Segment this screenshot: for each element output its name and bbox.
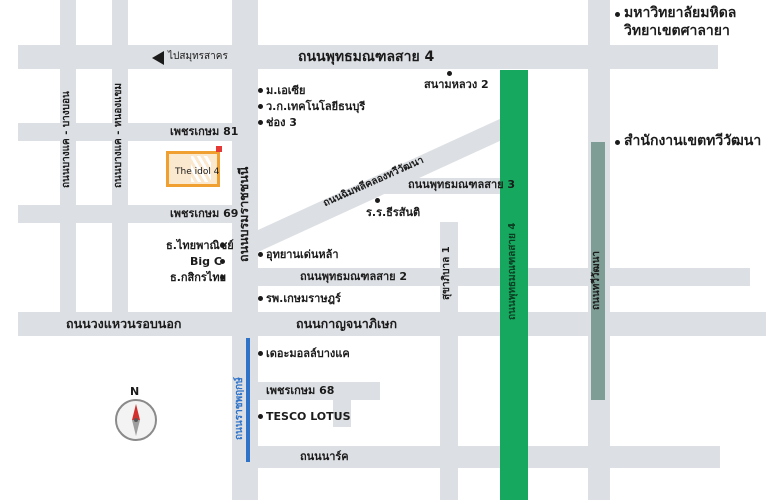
compass-icon — [115, 399, 157, 441]
label-hospital: รพ.เกษมราษฎร์ — [266, 292, 341, 305]
marker-hospital — [258, 296, 263, 301]
label-kanchanaphisek: ถนนกาญจนาภิเษก — [296, 316, 398, 331]
road-petchkasem-68-branch — [333, 382, 351, 427]
label-phutthamonthon-2: ถนนพุทธมณฑลสาย 2 — [300, 270, 408, 283]
label-phutthamonthon-4: ถนนพุทธมณฑลสาย 4 — [298, 49, 435, 65]
label-mahidol: มหาวิทยาลัยมหิดล — [624, 5, 737, 21]
label-petchkasem-81: เพชรเกษม 81 — [170, 125, 239, 138]
marker-channel-3 — [258, 120, 263, 125]
label-bangkhae-nongkhaem: ถนนบางแค - หนองแขม — [113, 82, 124, 188]
marker-district-office — [615, 140, 620, 145]
label-kbank: ธ.กสิกรไทย — [170, 271, 227, 284]
label-canal: ถนนราชพฤกษ์ — [234, 377, 245, 440]
label-sanam-luang-2: สนามหลวง 2 — [424, 78, 489, 91]
label-salaya: วิทยาเขตศาลายา — [624, 23, 730, 39]
label-phetkasem-vertical: ถนนบรมราชชนนี — [236, 166, 251, 262]
marker-kbank — [220, 275, 225, 280]
label-to-samut-sakhon: ไปสมุทรสาคร — [168, 51, 228, 62]
road-kanchanaphisek — [18, 312, 766, 336]
marker-bigc — [220, 259, 225, 264]
label-green-highway: ถนนพุทธมณฑลสาย 4 — [507, 222, 518, 320]
label-thawiwatthana: ถนนทวีวัฒนา — [591, 250, 602, 310]
label-bangkhae-bangbon: ถนนบางแค - บางบอน — [61, 91, 72, 188]
road-bangkhae-bangbon — [60, 0, 76, 312]
road-sai-ma — [440, 222, 458, 500]
canal-line — [246, 338, 250, 462]
highway-phutthamonthon-4-vertical — [500, 70, 528, 500]
label-phutthamonthon-3: ถนนพุทธมณฑลสาย 3 — [408, 178, 516, 191]
project-name: The idol 4 — [175, 167, 220, 177]
highway-thawiwatthana — [591, 142, 605, 400]
project-marker: The idol 4 — [166, 151, 220, 187]
label-petchkasem-69: เพชรเกษม 69 — [170, 207, 239, 220]
label-tech-college: ว.ก.เทคโนโลยีธนบุรี — [266, 100, 366, 113]
marker-tech-college — [258, 104, 263, 109]
label-channel-3: ช่อง 3 — [266, 116, 297, 129]
road-bangkhae-nongkhaem — [112, 0, 128, 312]
road-phetkasem-vertical — [232, 0, 258, 500]
arrow-left-icon — [152, 51, 164, 65]
marker-scb — [220, 243, 225, 248]
label-bottom-road: ถนนนาร์ค — [300, 450, 349, 463]
label-outer-ring: ถนนวงแหวนรอบนอก — [66, 316, 182, 331]
marker-tesco — [258, 414, 263, 419]
marker-school — [375, 198, 380, 203]
marker-asia-univ — [258, 88, 263, 93]
label-petchkasem-68: เพชรเกษม 68 — [266, 384, 335, 397]
label-asia-univ: ม.เอเซีย — [266, 84, 306, 97]
label-bigc: Big C — [190, 255, 222, 268]
project-stripes — [191, 156, 211, 182]
label-scb: ธ.ไทยพาณิชย์ — [166, 239, 234, 252]
label-sai-ma-vertical: สุขาภิบาล 1 — [441, 246, 452, 300]
label-tesco: TESCO LOTUS — [266, 410, 351, 423]
label-park: อุทยานเด่นหล้า — [266, 248, 339, 261]
project-pin — [216, 146, 222, 152]
label-district-office: สำนักงานเขตทวีวัฒนา — [624, 133, 762, 149]
marker-park — [258, 252, 263, 257]
marker-mahidol — [615, 12, 620, 17]
marker-sanam-luang-2 — [447, 71, 452, 76]
label-school: ร.ร.ธีรสันติ — [366, 206, 421, 219]
label-mall: เดอะมอลล์บางแค — [266, 347, 350, 360]
compass-north-label: N — [130, 385, 140, 398]
road-chimphli-diagonal — [258, 112, 515, 252]
road-phutthamonthon-3-horizontal — [380, 178, 520, 194]
marker-mall — [258, 351, 263, 356]
